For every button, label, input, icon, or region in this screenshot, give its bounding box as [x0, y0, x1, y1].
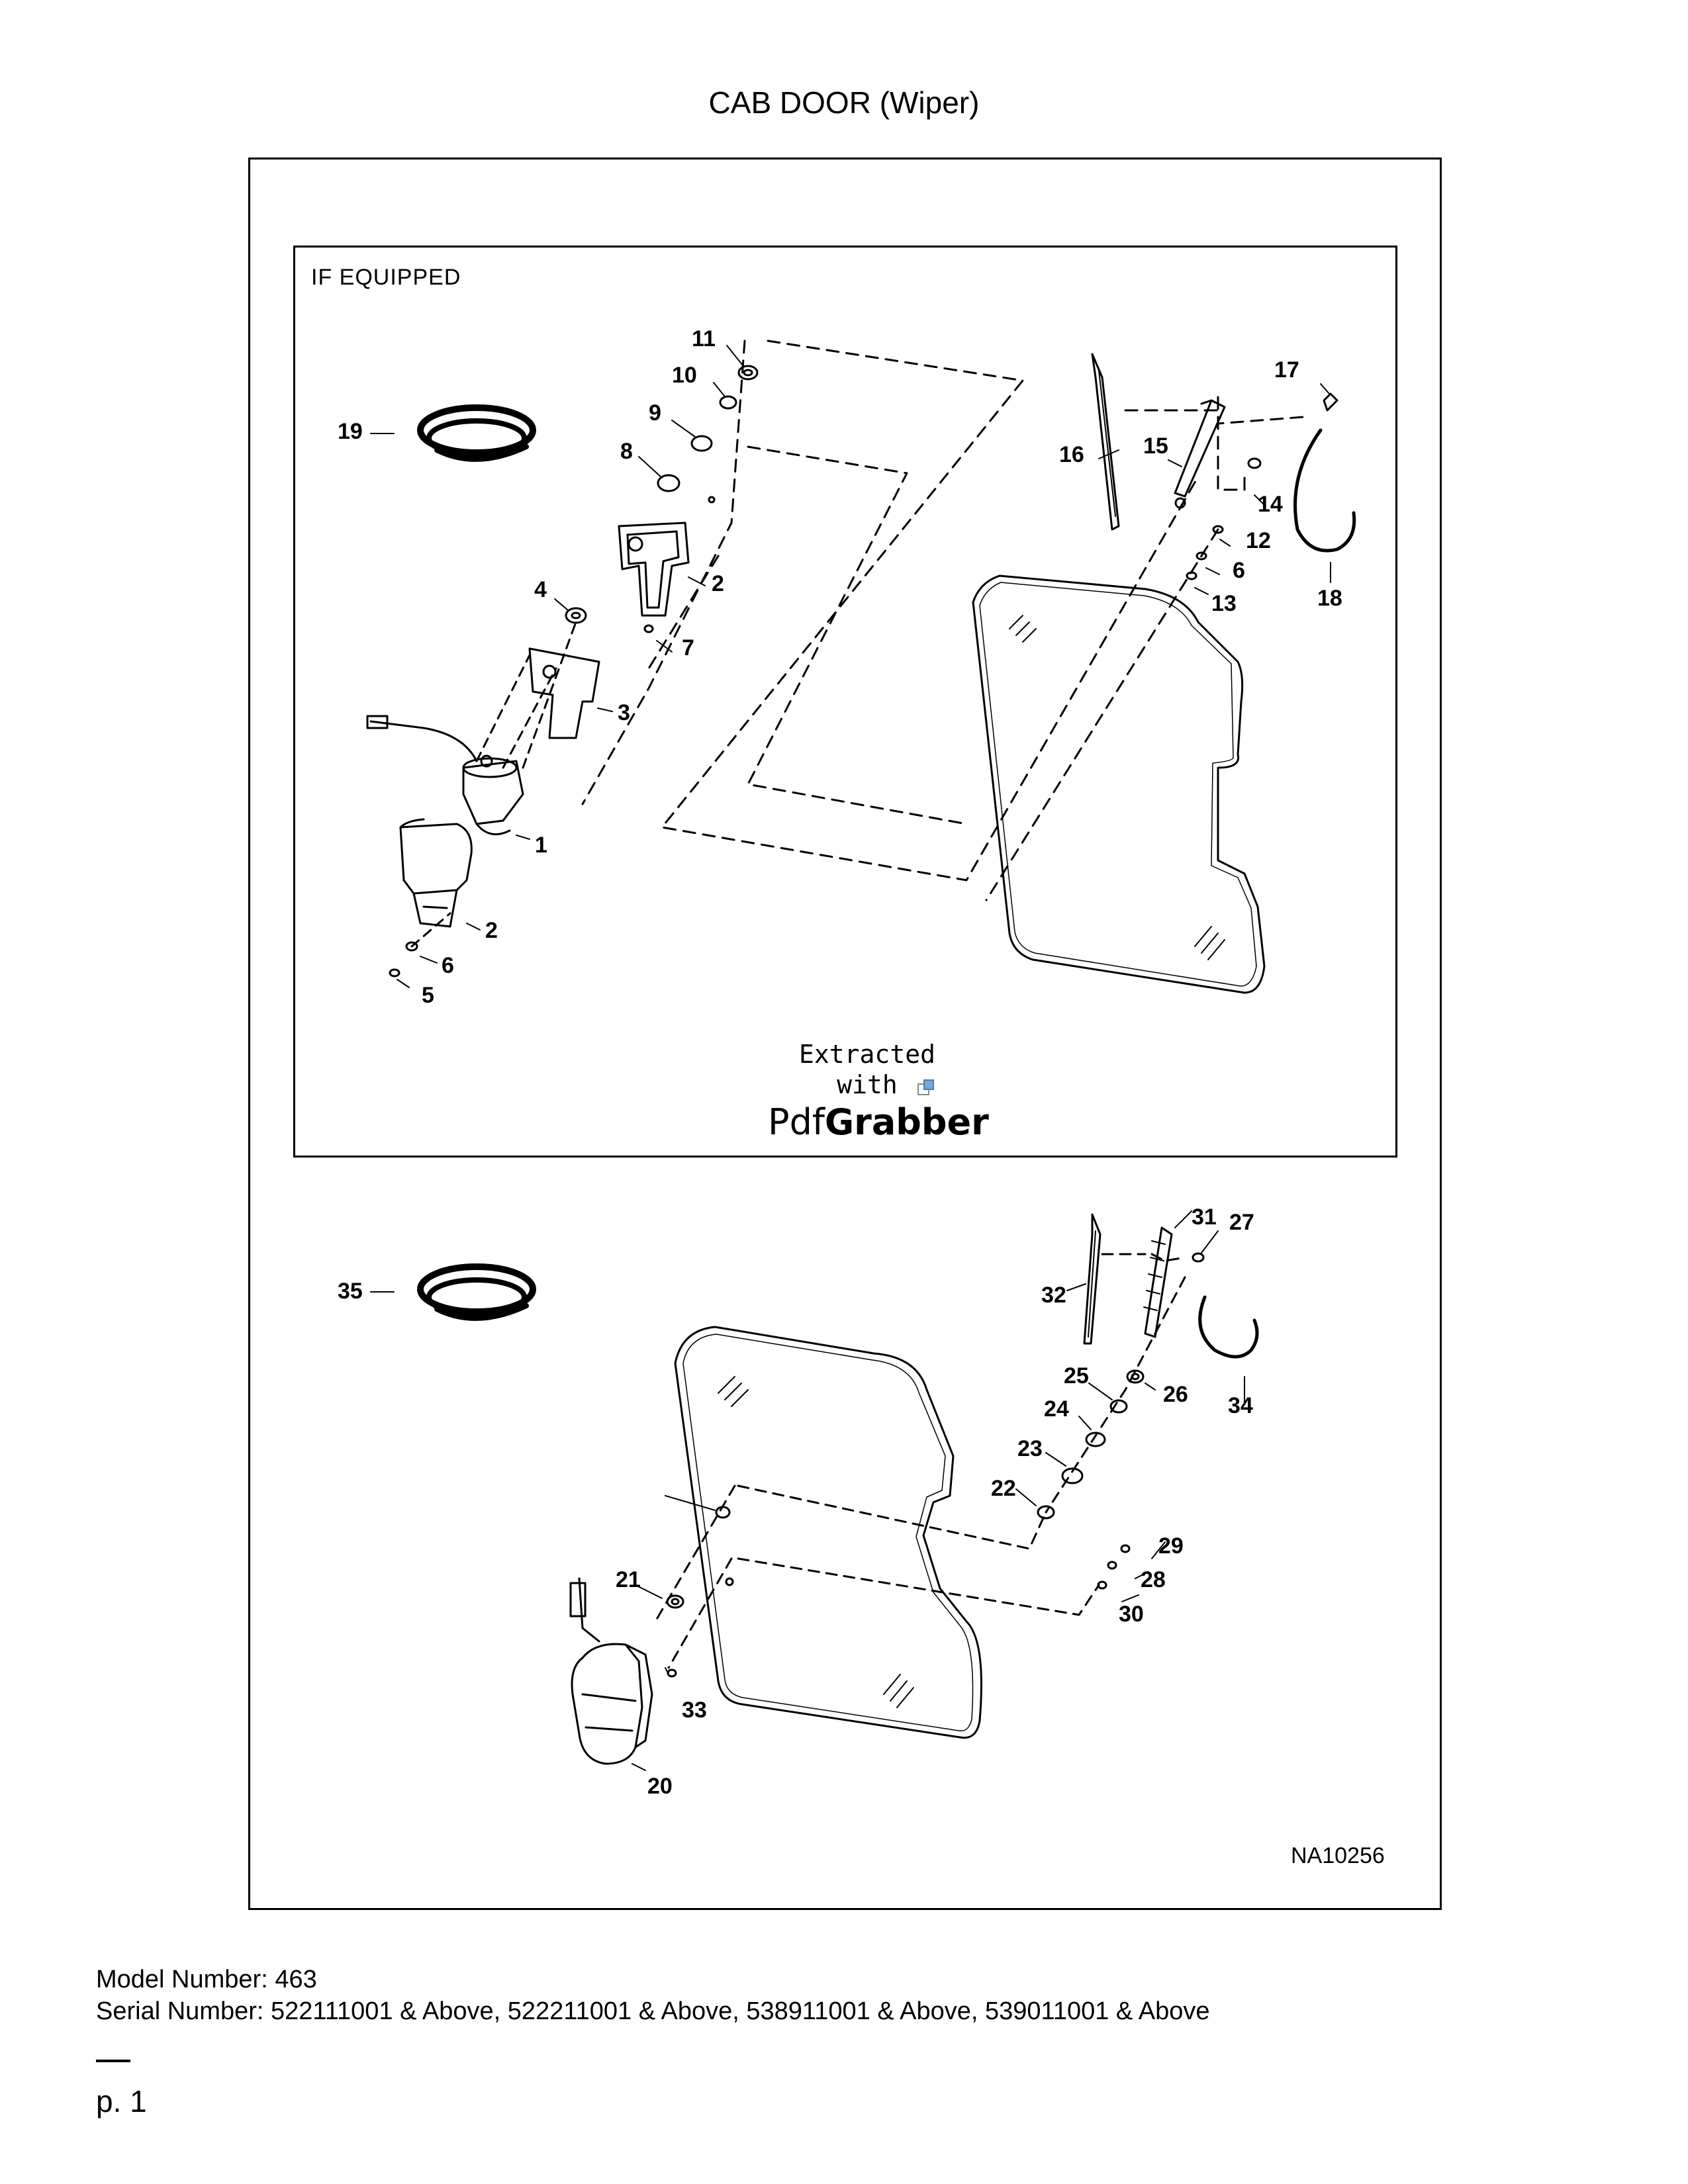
callout-31: 31 [1192, 1205, 1217, 1230]
callout-14: 14 [1258, 492, 1283, 517]
door-glass-panel [972, 574, 1266, 994]
callout-2: 2 [712, 571, 724, 596]
if-equipped-panel [293, 246, 1397, 1158]
model-number: Model Number: 463 [96, 1966, 317, 1993]
callout-16: 16 [1059, 442, 1084, 467]
watermark-brand: PdfGrabber [768, 1101, 989, 1143]
wiper-arm [1174, 399, 1226, 509]
door-frame-outline [581, 340, 1305, 901]
wiper-blade-2 [1083, 1213, 1102, 1345]
external-link-icon [917, 1079, 934, 1095]
mounting-plate [528, 647, 600, 739]
callout-leaders-bottom [370, 1210, 1245, 1771]
callouts-top: 1 2 2 3 4 5 6 6 7 8 9 10 11 12 13 14 15 … [338, 326, 1342, 1008]
wiper-motor-2 [569, 1577, 653, 1765]
watermark-brand-bold: Grabber [824, 1101, 989, 1143]
callout-29: 29 [1158, 1533, 1184, 1559]
page-number: p. 1 [96, 2084, 147, 2118]
callout-3: 3 [618, 700, 630, 725]
wiper-blade [1091, 353, 1120, 531]
callout-21: 21 [616, 1567, 641, 1592]
callout-9: 9 [649, 400, 661, 426]
wiper-motor [366, 715, 524, 836]
watermark-line-2: with [837, 1070, 898, 1099]
pdfgrabber-watermark: Extracted with PdfGrabber [768, 1039, 989, 1143]
callout-12: 12 [1246, 528, 1271, 553]
door-glass-panel-2 [674, 1326, 982, 1739]
callout-7: 7 [682, 635, 694, 660]
fastener-washers [389, 365, 1262, 978]
callout-23: 23 [1017, 1436, 1043, 1461]
callout-2b: 2 [485, 918, 498, 943]
wire-harness-coil [417, 404, 536, 462]
seal-gasket [618, 522, 690, 617]
fastener-washers-2 [666, 1252, 1205, 1678]
callout-20: 20 [647, 1774, 673, 1799]
callout-5: 5 [422, 983, 434, 1008]
callout-6: 6 [442, 953, 454, 978]
assembly-guides-2 [654, 1253, 1186, 1669]
callout-10: 10 [672, 363, 697, 388]
callout-28: 28 [1141, 1567, 1166, 1592]
callout-4: 4 [534, 577, 547, 602]
callout-18: 18 [1317, 586, 1342, 611]
drawing-code: NA10256 [1291, 1843, 1385, 1868]
callout-17: 17 [1274, 357, 1299, 383]
callout-19: 19 [338, 419, 363, 444]
callout-24: 24 [1044, 1396, 1069, 1422]
watermark-brand-light: Pdf [768, 1101, 825, 1143]
callout-8: 8 [620, 439, 633, 464]
assembly-guides [410, 621, 577, 948]
callout-15: 15 [1143, 433, 1168, 459]
callout-1: 1 [535, 833, 547, 858]
callout-13: 13 [1211, 591, 1237, 616]
callout-32: 32 [1041, 1283, 1066, 1308]
callout-22: 22 [991, 1476, 1016, 1501]
callout-leaders-top [370, 345, 1331, 988]
if-equipped-label: IF EQUIPPED [311, 265, 461, 290]
callout-30: 30 [1119, 1602, 1144, 1627]
page-title: CAB DOOR (Wiper) [708, 85, 980, 120]
motor-cover [399, 818, 473, 928]
callout-26: 26 [1163, 1382, 1188, 1407]
diagram-frame [248, 158, 1442, 1910]
watermark-line-1: Extracted [799, 1040, 935, 1069]
page-divider [96, 2060, 130, 2062]
callout-33: 33 [682, 1698, 707, 1723]
callout-34: 34 [1228, 1393, 1253, 1418]
washer-hose [1293, 392, 1356, 553]
serial-number: Serial Number: 522111001 & Above, 522211… [96, 1997, 1210, 2025]
washer-hose-2 [1198, 1295, 1259, 1359]
wiper-arm-2 [1143, 1226, 1173, 1338]
callout-6b: 6 [1233, 558, 1245, 583]
callout-35: 35 [338, 1279, 363, 1304]
callout-25: 25 [1064, 1363, 1089, 1388]
wire-harness-coil-2 [417, 1263, 536, 1321]
callout-11: 11 [692, 326, 716, 351]
callouts-bottom: 20 21 22 23 24 25 26 27 28 29 30 31 32 3… [338, 1205, 1254, 1799]
callout-27: 27 [1229, 1210, 1254, 1235]
